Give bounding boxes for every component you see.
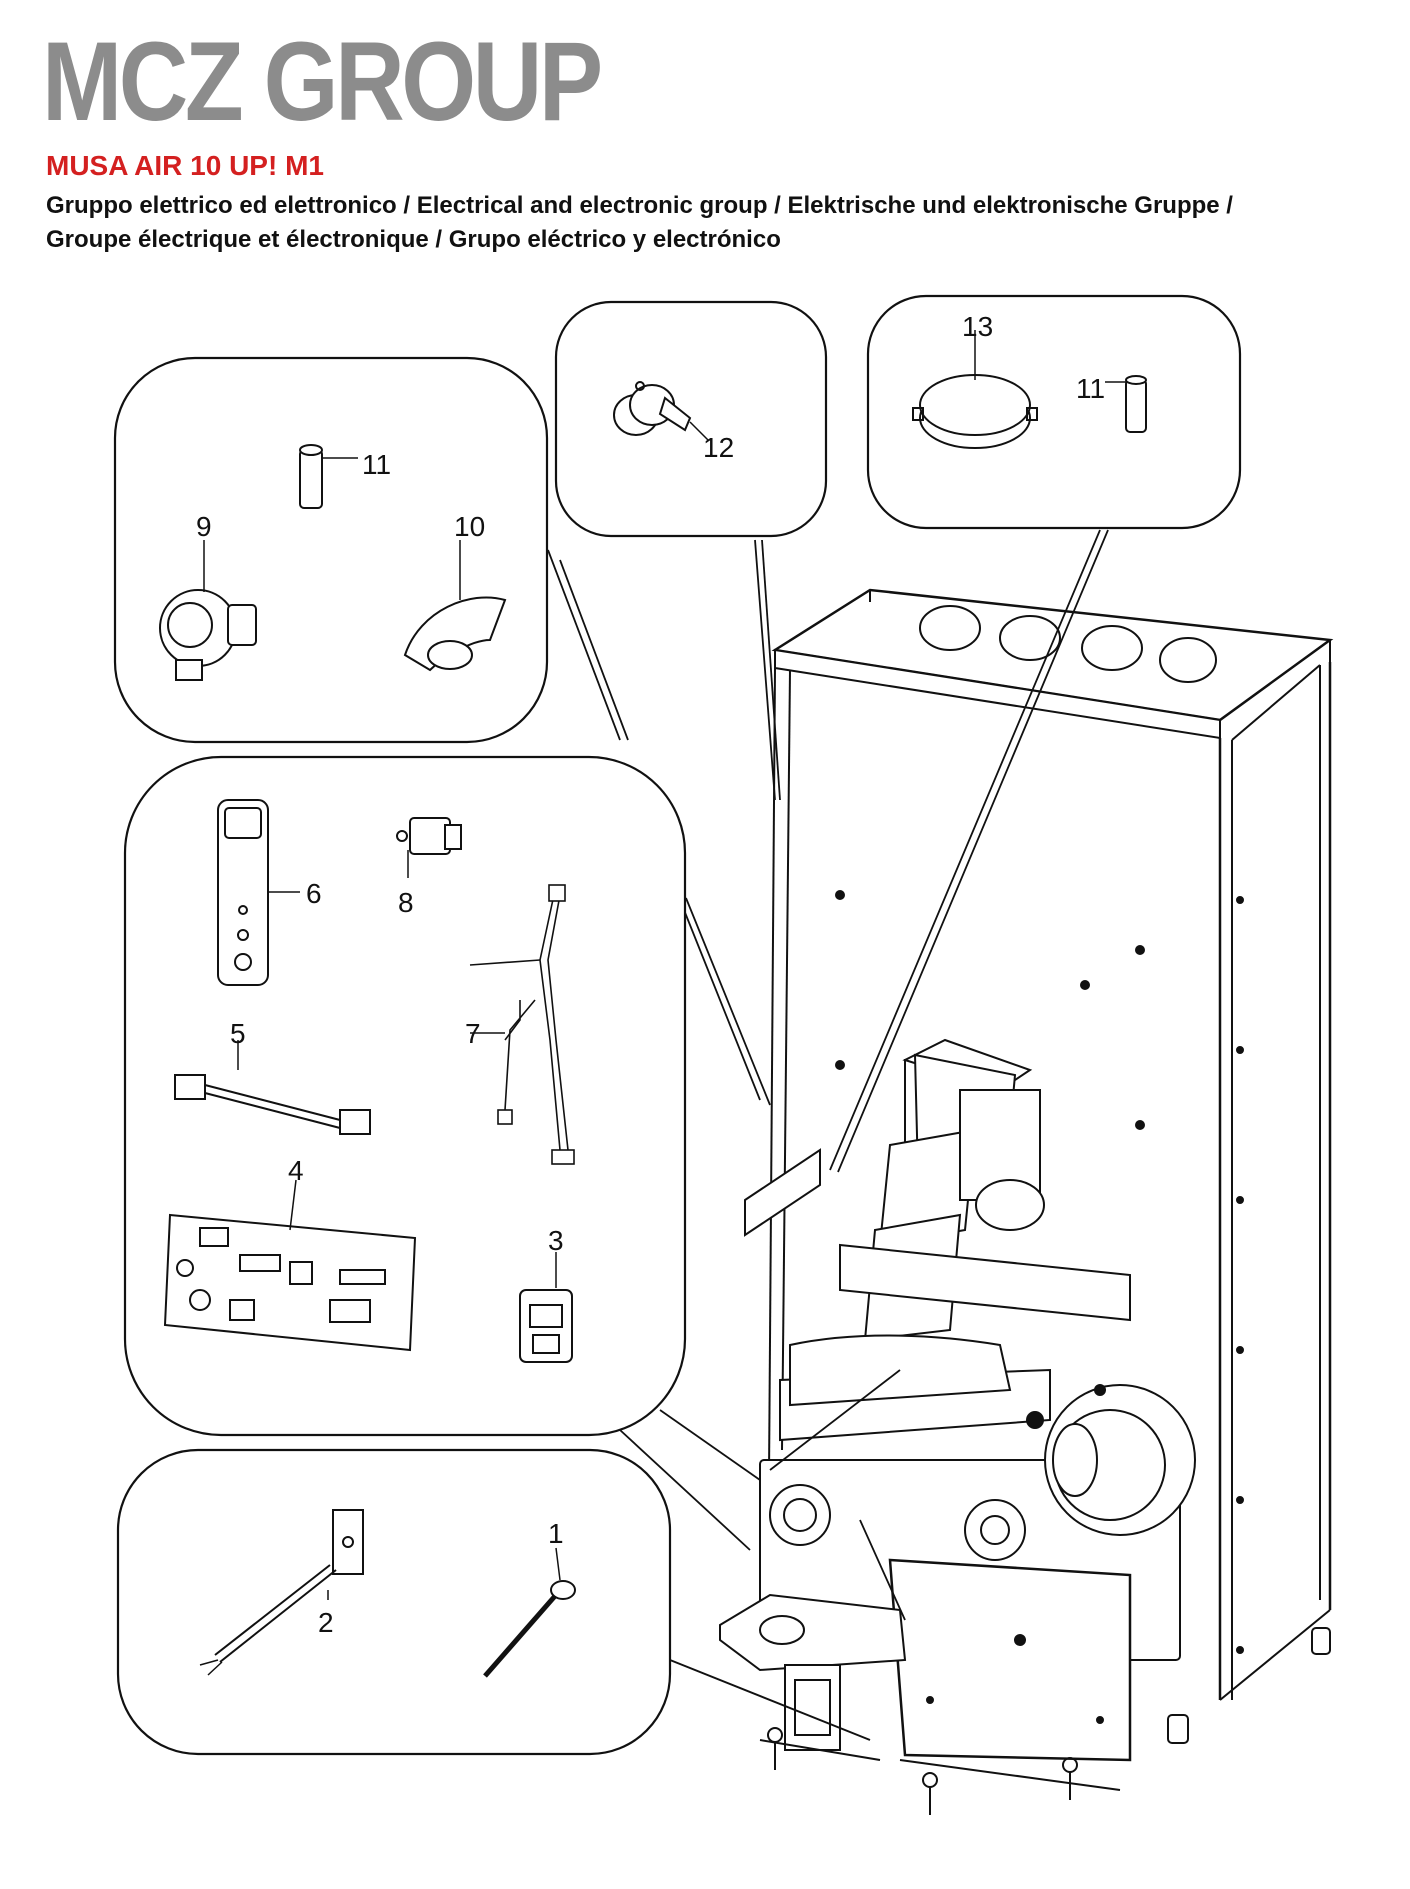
part-5-ribbon-cable-icon bbox=[174, 1040, 371, 1135]
part-4-circuit-board-icon bbox=[163, 1179, 417, 1352]
part-6-control-panel-icon bbox=[217, 799, 300, 986]
label-11b: 11 bbox=[1076, 373, 1105, 404]
label-8: 8 bbox=[398, 887, 414, 918]
label-2: 2 bbox=[318, 1607, 334, 1638]
label-12: 12 bbox=[703, 432, 734, 463]
callout-box-12 bbox=[554, 300, 828, 538]
part-1-sensor-rod-icon bbox=[483, 1547, 576, 1678]
part-2-probe-icon bbox=[199, 1509, 364, 1676]
label-7: 7 bbox=[465, 1018, 481, 1049]
label-13: 13 bbox=[962, 311, 993, 342]
label-5: 5 bbox=[230, 1018, 246, 1049]
part-3-power-socket-icon bbox=[519, 1252, 573, 1363]
label-9: 9 bbox=[196, 511, 212, 542]
part-11-cylinder-icon-left bbox=[299, 444, 358, 509]
leader-lines bbox=[547, 529, 1109, 1621]
label-3: 3 bbox=[548, 1225, 564, 1256]
label-1: 1 bbox=[548, 1518, 564, 1549]
model-title: MUSA AIR 10 UP! M1 bbox=[46, 150, 324, 181]
stove-body bbox=[669, 588, 1334, 1815]
subtitle-line-2: Groupe électrique et électronique / Grup… bbox=[46, 226, 781, 253]
label-4: 4 bbox=[288, 1155, 304, 1186]
subtitle-line-1: Gruppo elettrico ed elettronico / Electr… bbox=[46, 192, 1233, 219]
label-11a: 11 bbox=[362, 449, 391, 480]
part-8-sensor-icon bbox=[396, 817, 462, 878]
part-13-sensor-icon bbox=[912, 330, 1038, 449]
callout-box-9-10-11 bbox=[113, 356, 549, 744]
label-10: 10 bbox=[454, 511, 485, 542]
part-12-thermostat-icon bbox=[613, 381, 709, 441]
label-6: 6 bbox=[306, 878, 322, 909]
part-10-motor-icon bbox=[403, 540, 507, 672]
part-7-wiring-harness-icon bbox=[469, 884, 575, 1165]
part-11-cylinder-icon bbox=[1105, 375, 1147, 433]
part-9-pressure-switch-icon bbox=[159, 540, 257, 681]
callout-box-1-2 bbox=[116, 1448, 672, 1756]
brand-logo: MCZ GROUP bbox=[42, 19, 603, 144]
callout-box-13-11 bbox=[866, 294, 1242, 530]
